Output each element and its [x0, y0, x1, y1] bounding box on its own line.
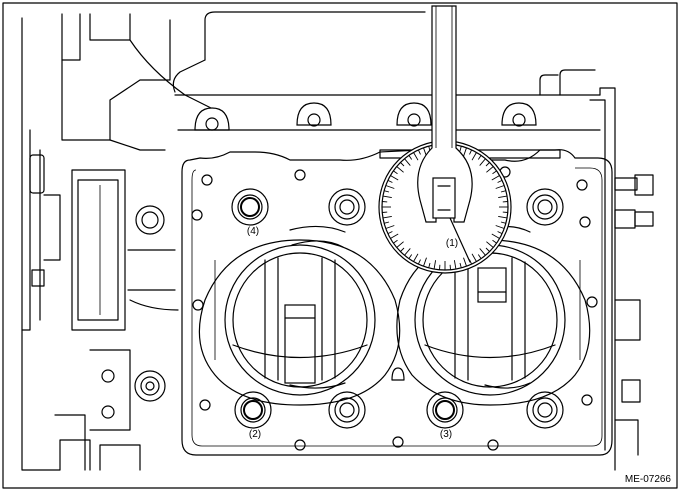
gauge-tick — [453, 260, 457, 270]
figure-code: ME-07266 — [625, 474, 672, 485]
gauge-tick — [471, 152, 477, 161]
gauge-tick — [492, 170, 497, 175]
gauge-tick — [385, 185, 395, 189]
gauge-tick — [459, 145, 462, 152]
gauge-tick — [495, 185, 505, 189]
gauge-tick — [382, 195, 392, 199]
label-3: (3) — [440, 429, 452, 440]
gauge-tick — [404, 248, 411, 256]
gauge-tick — [404, 158, 411, 166]
gauge-tick — [469, 149, 473, 155]
gauge-tick — [408, 254, 413, 259]
gauge-tick — [491, 175, 500, 181]
gauge-tick — [400, 247, 405, 252]
gauge-tick — [500, 221, 507, 224]
gauge-tick — [390, 233, 399, 239]
gauge-tick — [486, 241, 494, 248]
gauge-tick — [500, 190, 507, 193]
gauge-tick — [492, 239, 497, 244]
gauge-tick — [497, 231, 503, 235]
gauge-tick — [497, 179, 503, 183]
gauge-tick — [413, 152, 419, 161]
gauge-tick — [400, 162, 405, 167]
deck-gasket — [181, 149, 613, 456]
gauge-tick — [408, 155, 413, 160]
cylinder-bore-right — [396, 239, 591, 406]
gauge-tick — [383, 190, 390, 193]
gauge-tick — [485, 162, 490, 167]
gauge-tick — [396, 166, 404, 173]
gauge-tick — [485, 247, 490, 252]
cylinder-bore-left — [198, 239, 401, 406]
label-1: (1) — [446, 238, 458, 249]
gauge-tick — [491, 233, 500, 239]
gauge-tick — [471, 253, 477, 262]
label-4: (4) — [247, 226, 259, 237]
gauge-tick — [498, 215, 508, 219]
gauge-tick — [486, 166, 494, 173]
gauge-tick — [479, 248, 486, 256]
gauge-tick — [417, 259, 421, 265]
gauge-tick — [390, 175, 399, 181]
gauge-tick — [463, 257, 467, 267]
top-housing — [172, 11, 601, 131]
gauge-tick — [413, 253, 419, 262]
gauge-tick — [498, 195, 508, 199]
gauge-tick — [477, 155, 482, 160]
gauge-tick — [433, 260, 437, 270]
gauge-tick — [477, 254, 482, 259]
gauge-tick — [385, 225, 395, 229]
gauge-tick — [463, 147, 467, 157]
gauge-tick — [495, 225, 505, 229]
gauge-tick — [387, 231, 393, 235]
gauge-tick — [393, 170, 398, 175]
gauge-tick — [428, 262, 431, 269]
left-housing — [21, 13, 216, 471]
gauge-tick — [423, 257, 427, 267]
gauge-tick — [459, 262, 462, 269]
gauge-tick — [417, 149, 421, 155]
gauge-tick — [393, 239, 398, 244]
gauge-tick — [383, 221, 390, 224]
gauge-tick — [479, 158, 486, 166]
gauge-tick — [387, 179, 393, 183]
label-2: (2) — [249, 429, 261, 440]
torque-wrench — [417, 5, 473, 223]
gauge-tick — [396, 241, 404, 248]
gauge-tick — [382, 215, 392, 219]
right-housing — [379, 87, 654, 471]
